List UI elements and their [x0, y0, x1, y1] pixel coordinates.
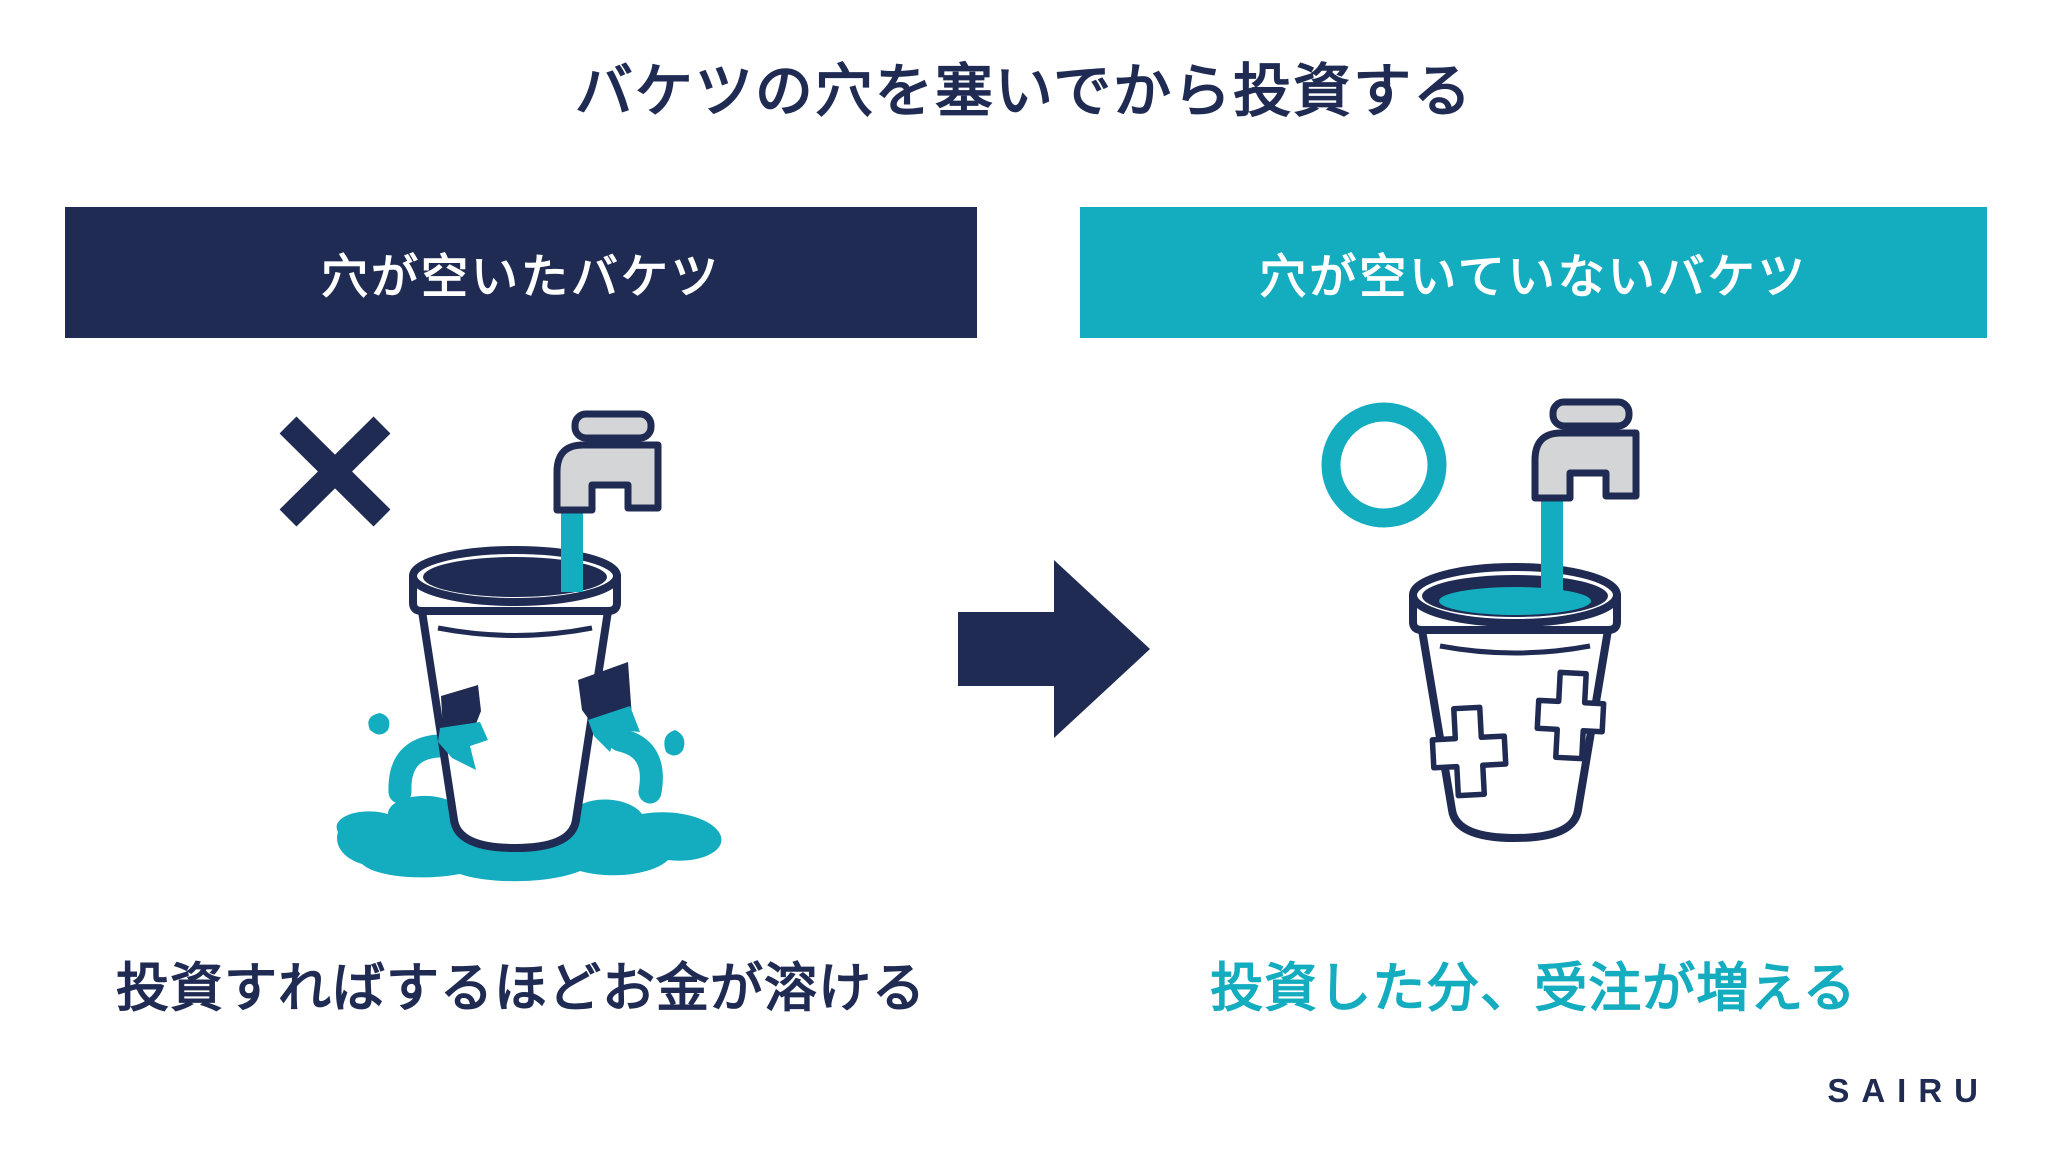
water-surface: [1439, 587, 1591, 615]
leak-shard-left: [438, 722, 488, 770]
patch-cross-left: [1429, 704, 1509, 799]
left-header-bar: 穴が空いたバケツ: [65, 207, 977, 338]
right-caption: 投資した分、受注が増える: [1210, 959, 1857, 1018]
o-mark-icon: [1321, 402, 1447, 528]
faucet-icon: [1531, 398, 1640, 502]
water-drop-left: [368, 713, 390, 735]
water-splash-right: [608, 728, 663, 804]
water-stream: [1541, 494, 1563, 608]
patched-bucket-illustration: [1321, 398, 1640, 842]
water-stream: [561, 506, 583, 592]
bucket-body: [418, 607, 612, 852]
right-header-bar: 穴が空いていないバケツ: [1080, 207, 1987, 338]
leaky-bucket-illustration: [279, 410, 722, 882]
left-header-label: 穴が空いたバケツ: [321, 250, 721, 303]
leak-shard-right: [588, 706, 640, 752]
x-mark-icon: [279, 416, 391, 527]
arrow-right-icon: [958, 560, 1150, 738]
water-drop-right: [664, 730, 685, 756]
bucket-hole-left: [441, 685, 481, 734]
patch-cross-right: [1534, 669, 1607, 762]
faucet-handle: [571, 410, 655, 442]
faucet-handle: [1549, 398, 1633, 430]
faucet-body: [553, 441, 662, 514]
bucket-inner-lip: [1439, 643, 1591, 656]
bucket-inner-lip: [437, 625, 593, 638]
page-title: バケツの穴を塞いでから投資する: [574, 59, 1474, 124]
faucet-icon: [553, 410, 662, 514]
faucet-body: [1531, 429, 1640, 502]
left-caption: 投資すればするほどお金が溶ける: [116, 959, 926, 1018]
sairu-logo: SAIRU: [1827, 1072, 1990, 1109]
right-header-label: 穴が空いていないバケツ: [1259, 250, 1808, 303]
